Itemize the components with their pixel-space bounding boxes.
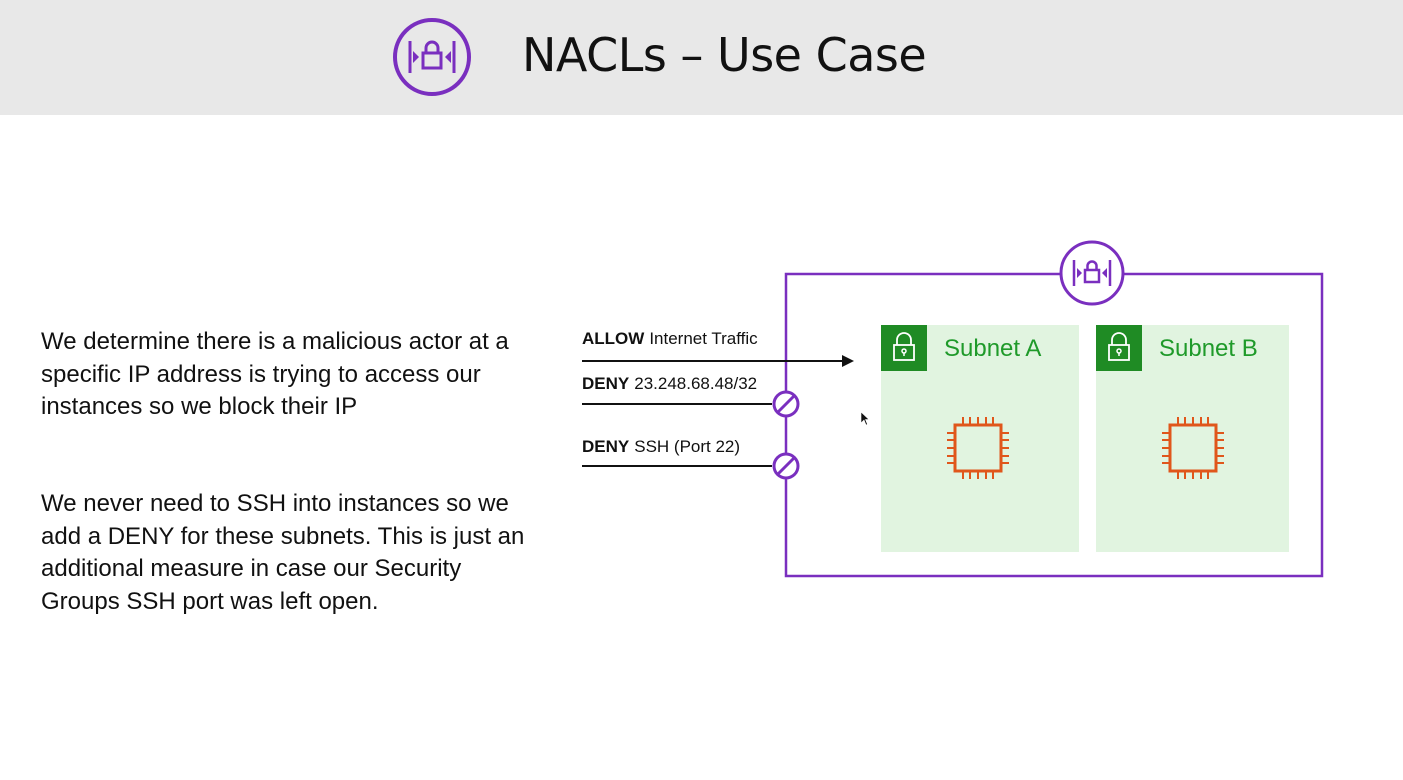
explanation-paragraph-ip: We determine there is a malicious actor …: [41, 328, 509, 420]
lock-icon: [881, 325, 927, 371]
subnet-label: Subnet A: [944, 335, 1042, 362]
lock-icon: [1096, 325, 1142, 371]
rule-target: 23.248.68.48/32: [634, 374, 758, 393]
rule-action: DENY: [582, 437, 630, 456]
subnet-label: Subnet B: [1159, 335, 1258, 362]
ec2-chip-icon: [1162, 417, 1224, 479]
rule-action: ALLOW: [582, 329, 645, 348]
deny-ssh-icon: [772, 452, 800, 480]
ec2-chip-icon: [947, 417, 1009, 479]
subnet-a: Subnet A: [881, 325, 1079, 552]
rule-action: DENY: [582, 374, 630, 393]
nacl-icon: [393, 18, 471, 96]
subnet-b: Subnet B: [1096, 325, 1289, 552]
page-title: NACLs – Use Case: [522, 28, 927, 82]
rule-target: Internet Traffic: [649, 329, 758, 348]
rule-target: SSH (Port 22): [634, 437, 741, 456]
slide-header: NACLs – Use Case: [0, 0, 1403, 115]
nacl-boundary: [784, 272, 1324, 578]
mouse-cursor-icon: [861, 412, 869, 426]
nacl-boundary-icon: [1059, 240, 1125, 306]
explanation-paragraph-ssh: We never need to SSH into instances so w…: [41, 490, 525, 615]
deny-ip-icon: [772, 390, 800, 418]
